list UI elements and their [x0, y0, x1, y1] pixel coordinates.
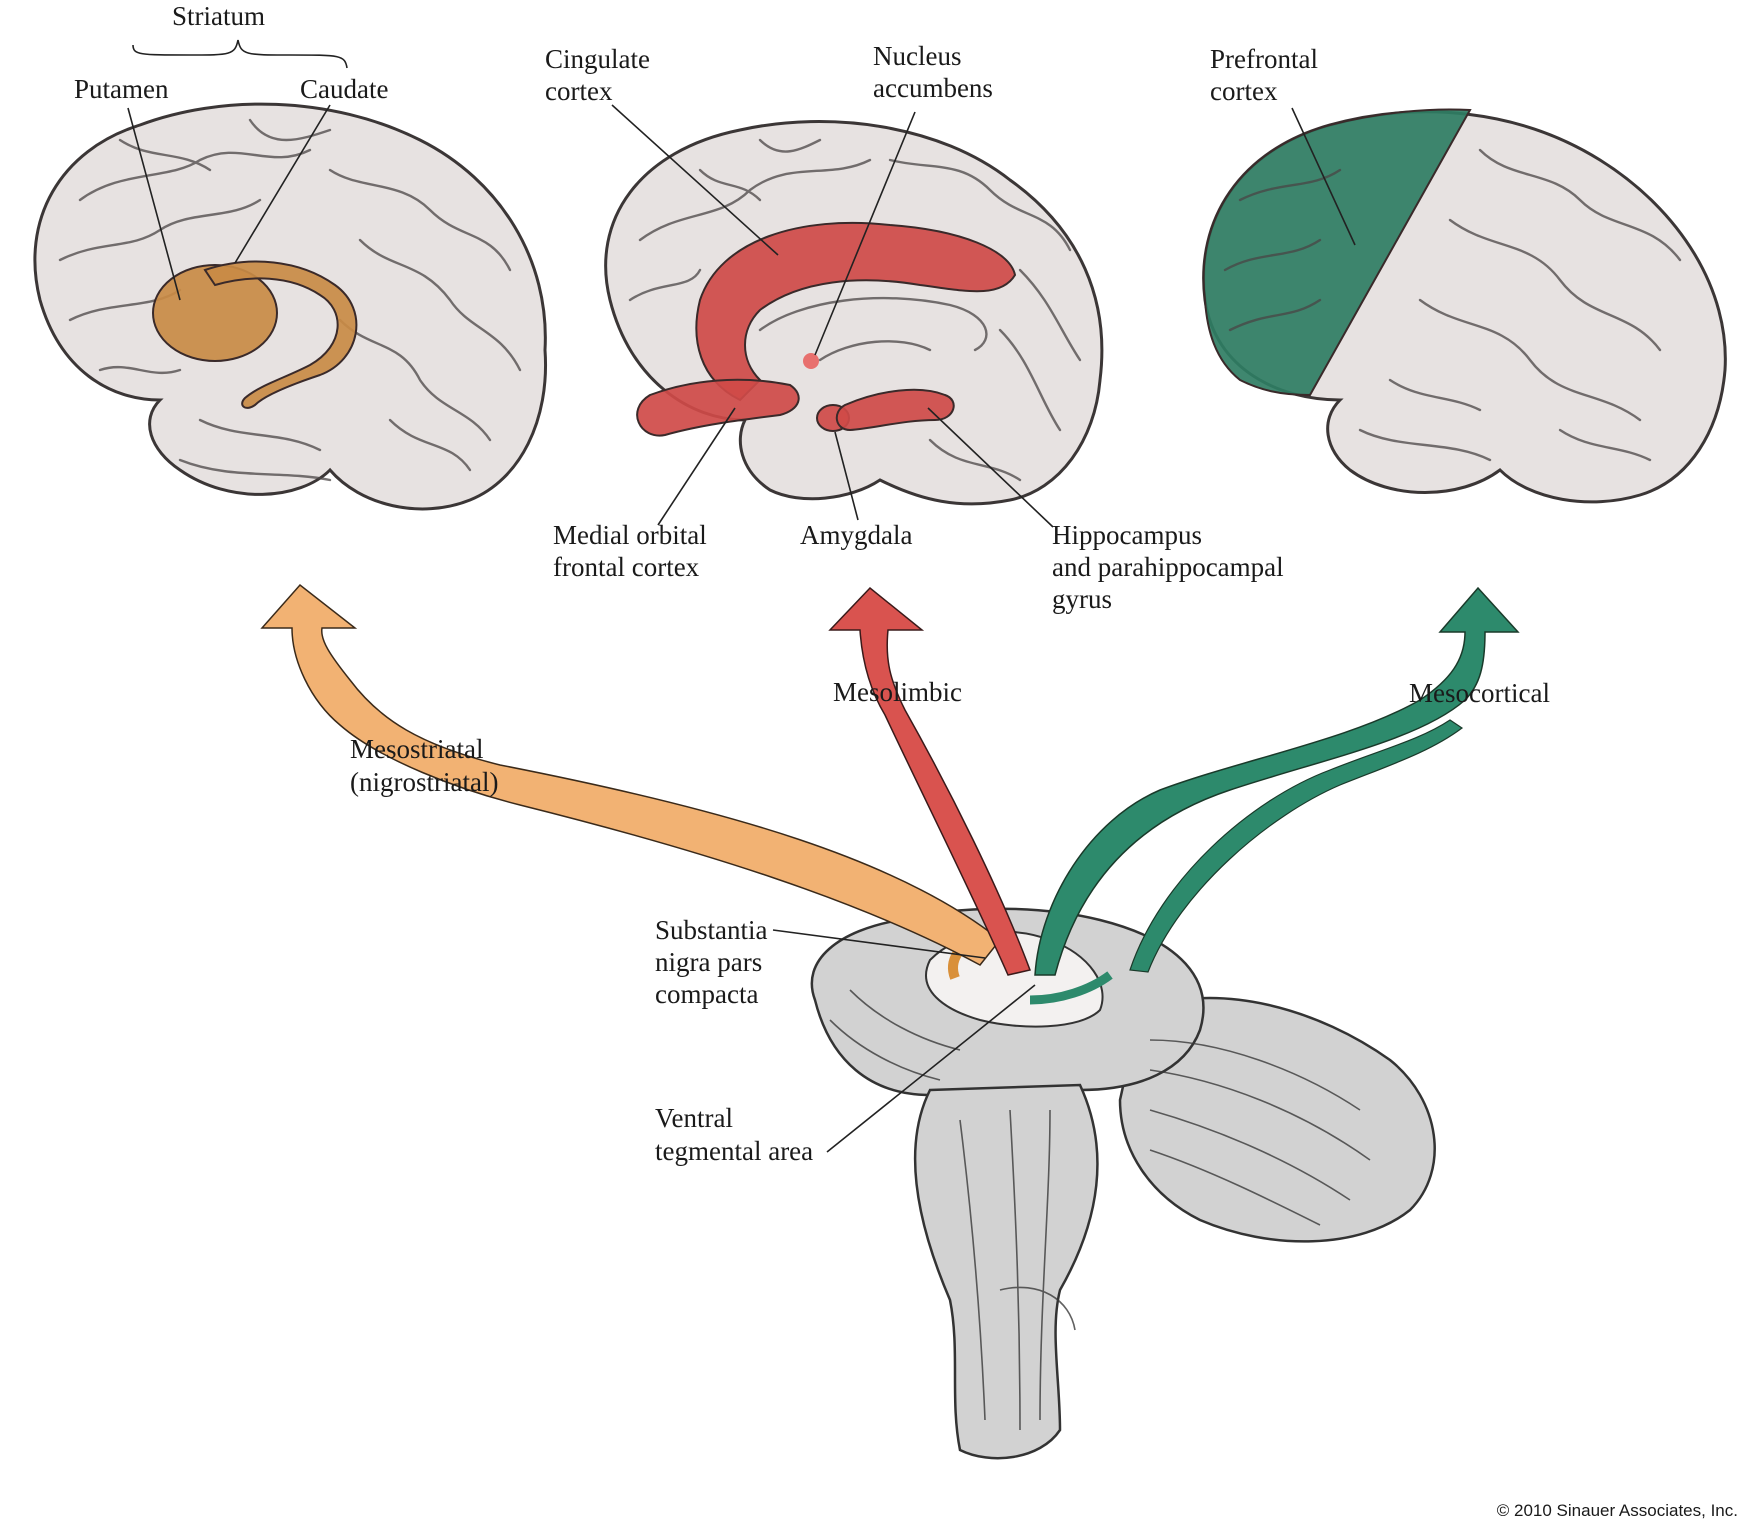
- label-caudate: Caudate: [300, 74, 388, 104]
- pons-medulla-shape: [913, 1083, 1099, 1460]
- medial-orbital-leader: [657, 407, 736, 526]
- substantia-leader: [772, 929, 986, 959]
- right-brain-lateral: [1202, 108, 1727, 504]
- brainstem-illustration: [810, 907, 1436, 1460]
- label-prefrontal-cortex: Prefrontal cortex: [1210, 44, 1325, 106]
- hippocampus-leader: [927, 407, 1054, 528]
- middle-brain-medial: [604, 120, 1104, 506]
- label-striatum: Striatum: [172, 1, 265, 31]
- ventral-leader: [826, 984, 1036, 1153]
- corpus-callosum: [758, 296, 988, 362]
- vta-band: [1029, 971, 1113, 1005]
- leader-lines: [127, 39, 1356, 1153]
- label-ventral-tegmental-area: Ventral tegmental area: [655, 1103, 813, 1166]
- putamen-shape: [152, 264, 278, 362]
- cingulate-leader: [611, 104, 779, 256]
- striatum-brace: [132, 39, 348, 69]
- amygdala-leader: [834, 431, 859, 521]
- putamen-leader: [127, 107, 181, 301]
- striatum-structure: [152, 260, 358, 409]
- copyright-notice: © 2010 Sinauer Associates, Inc.: [1497, 1501, 1738, 1520]
- label-nucleus-accumbens: Nucleus accumbens: [873, 41, 993, 103]
- text-labels: Striatum Putamen Caudate Cingulate corte…: [74, 1, 1738, 1520]
- medial-orbital-region: [636, 378, 800, 437]
- pathway-arrows: [260, 583, 1520, 976]
- label-medial-orbital-frontal-cortex: Medial orbital frontal cortex: [553, 520, 713, 582]
- label-mesocortical: Mesocortical: [1409, 678, 1550, 708]
- label-mesostriatal: Mesostriatal (nigrostriatal): [350, 734, 498, 797]
- nucleus-accumbens-dot: [803, 353, 819, 369]
- label-putamen: Putamen: [74, 74, 169, 104]
- prefrontal-cortex-region: [1202, 108, 1472, 397]
- hippocampus-region: [835, 388, 955, 432]
- label-cingulate-cortex: Cingulate cortex: [545, 44, 657, 106]
- label-hippocampus: Hippocampus and parahippocampal gyrus: [1052, 520, 1290, 614]
- limbic-regions: [636, 221, 1017, 437]
- cerebellum-shape: [1118, 996, 1436, 1243]
- mesocortical-branch: [1129, 719, 1464, 973]
- nucleus-leader: [814, 111, 916, 356]
- caudate-shape: [203, 260, 358, 409]
- label-substantia-nigra: Substantia nigra pars compacta: [655, 915, 774, 1009]
- label-mesolimbic: Mesolimbic: [833, 677, 962, 707]
- prefrontal-leader: [1291, 107, 1356, 246]
- mesostriatal-pathway: [260, 583, 1002, 966]
- caudate-leader: [234, 104, 331, 264]
- mesocortical-pathway: [1034, 586, 1520, 976]
- label-amygdala: Amygdala: [800, 520, 912, 550]
- left-brain-lateral: [33, 102, 548, 511]
- mesolimbic-pathway: [828, 586, 1032, 976]
